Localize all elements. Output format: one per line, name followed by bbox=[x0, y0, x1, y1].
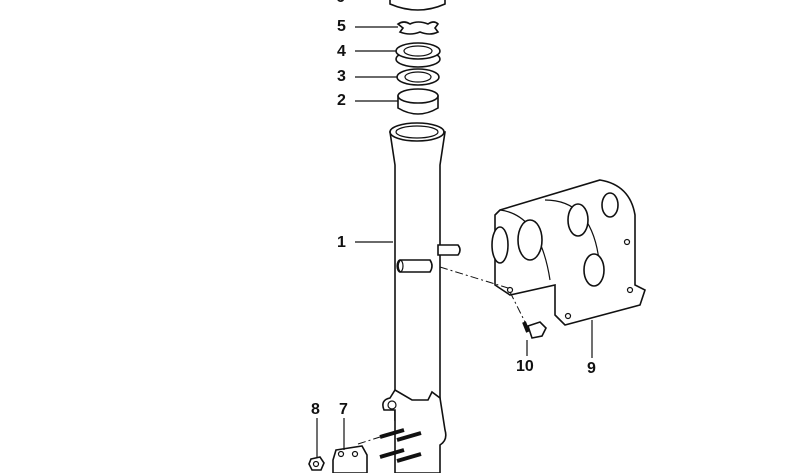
label-part-3: 3 bbox=[337, 68, 346, 85]
label-part-8: 8 bbox=[311, 401, 320, 418]
label-part-9: 9 bbox=[587, 360, 596, 377]
label-part-5: 5 bbox=[337, 18, 346, 35]
part-6-cap bbox=[389, 0, 446, 11]
label-part-1: 1 bbox=[337, 234, 346, 251]
part-8-nut bbox=[308, 418, 325, 471]
label-part-6: 6 bbox=[336, 0, 345, 6]
part-1-fork-tube bbox=[355, 122, 461, 473]
part-10-screw bbox=[509, 291, 547, 356]
label-part-10: 10 bbox=[516, 358, 534, 375]
part-2-bushing bbox=[355, 88, 439, 115]
label-part-4: 4 bbox=[337, 43, 346, 60]
part-5-circlip bbox=[355, 21, 440, 35]
label-part-2: 2 bbox=[337, 92, 346, 109]
part-9-bracket bbox=[439, 179, 646, 358]
part-3-washer bbox=[355, 68, 440, 86]
part-7-clamp bbox=[332, 418, 368, 473]
part-4-seal bbox=[355, 42, 441, 68]
studs bbox=[357, 428, 422, 463]
label-part-7: 7 bbox=[339, 401, 348, 418]
